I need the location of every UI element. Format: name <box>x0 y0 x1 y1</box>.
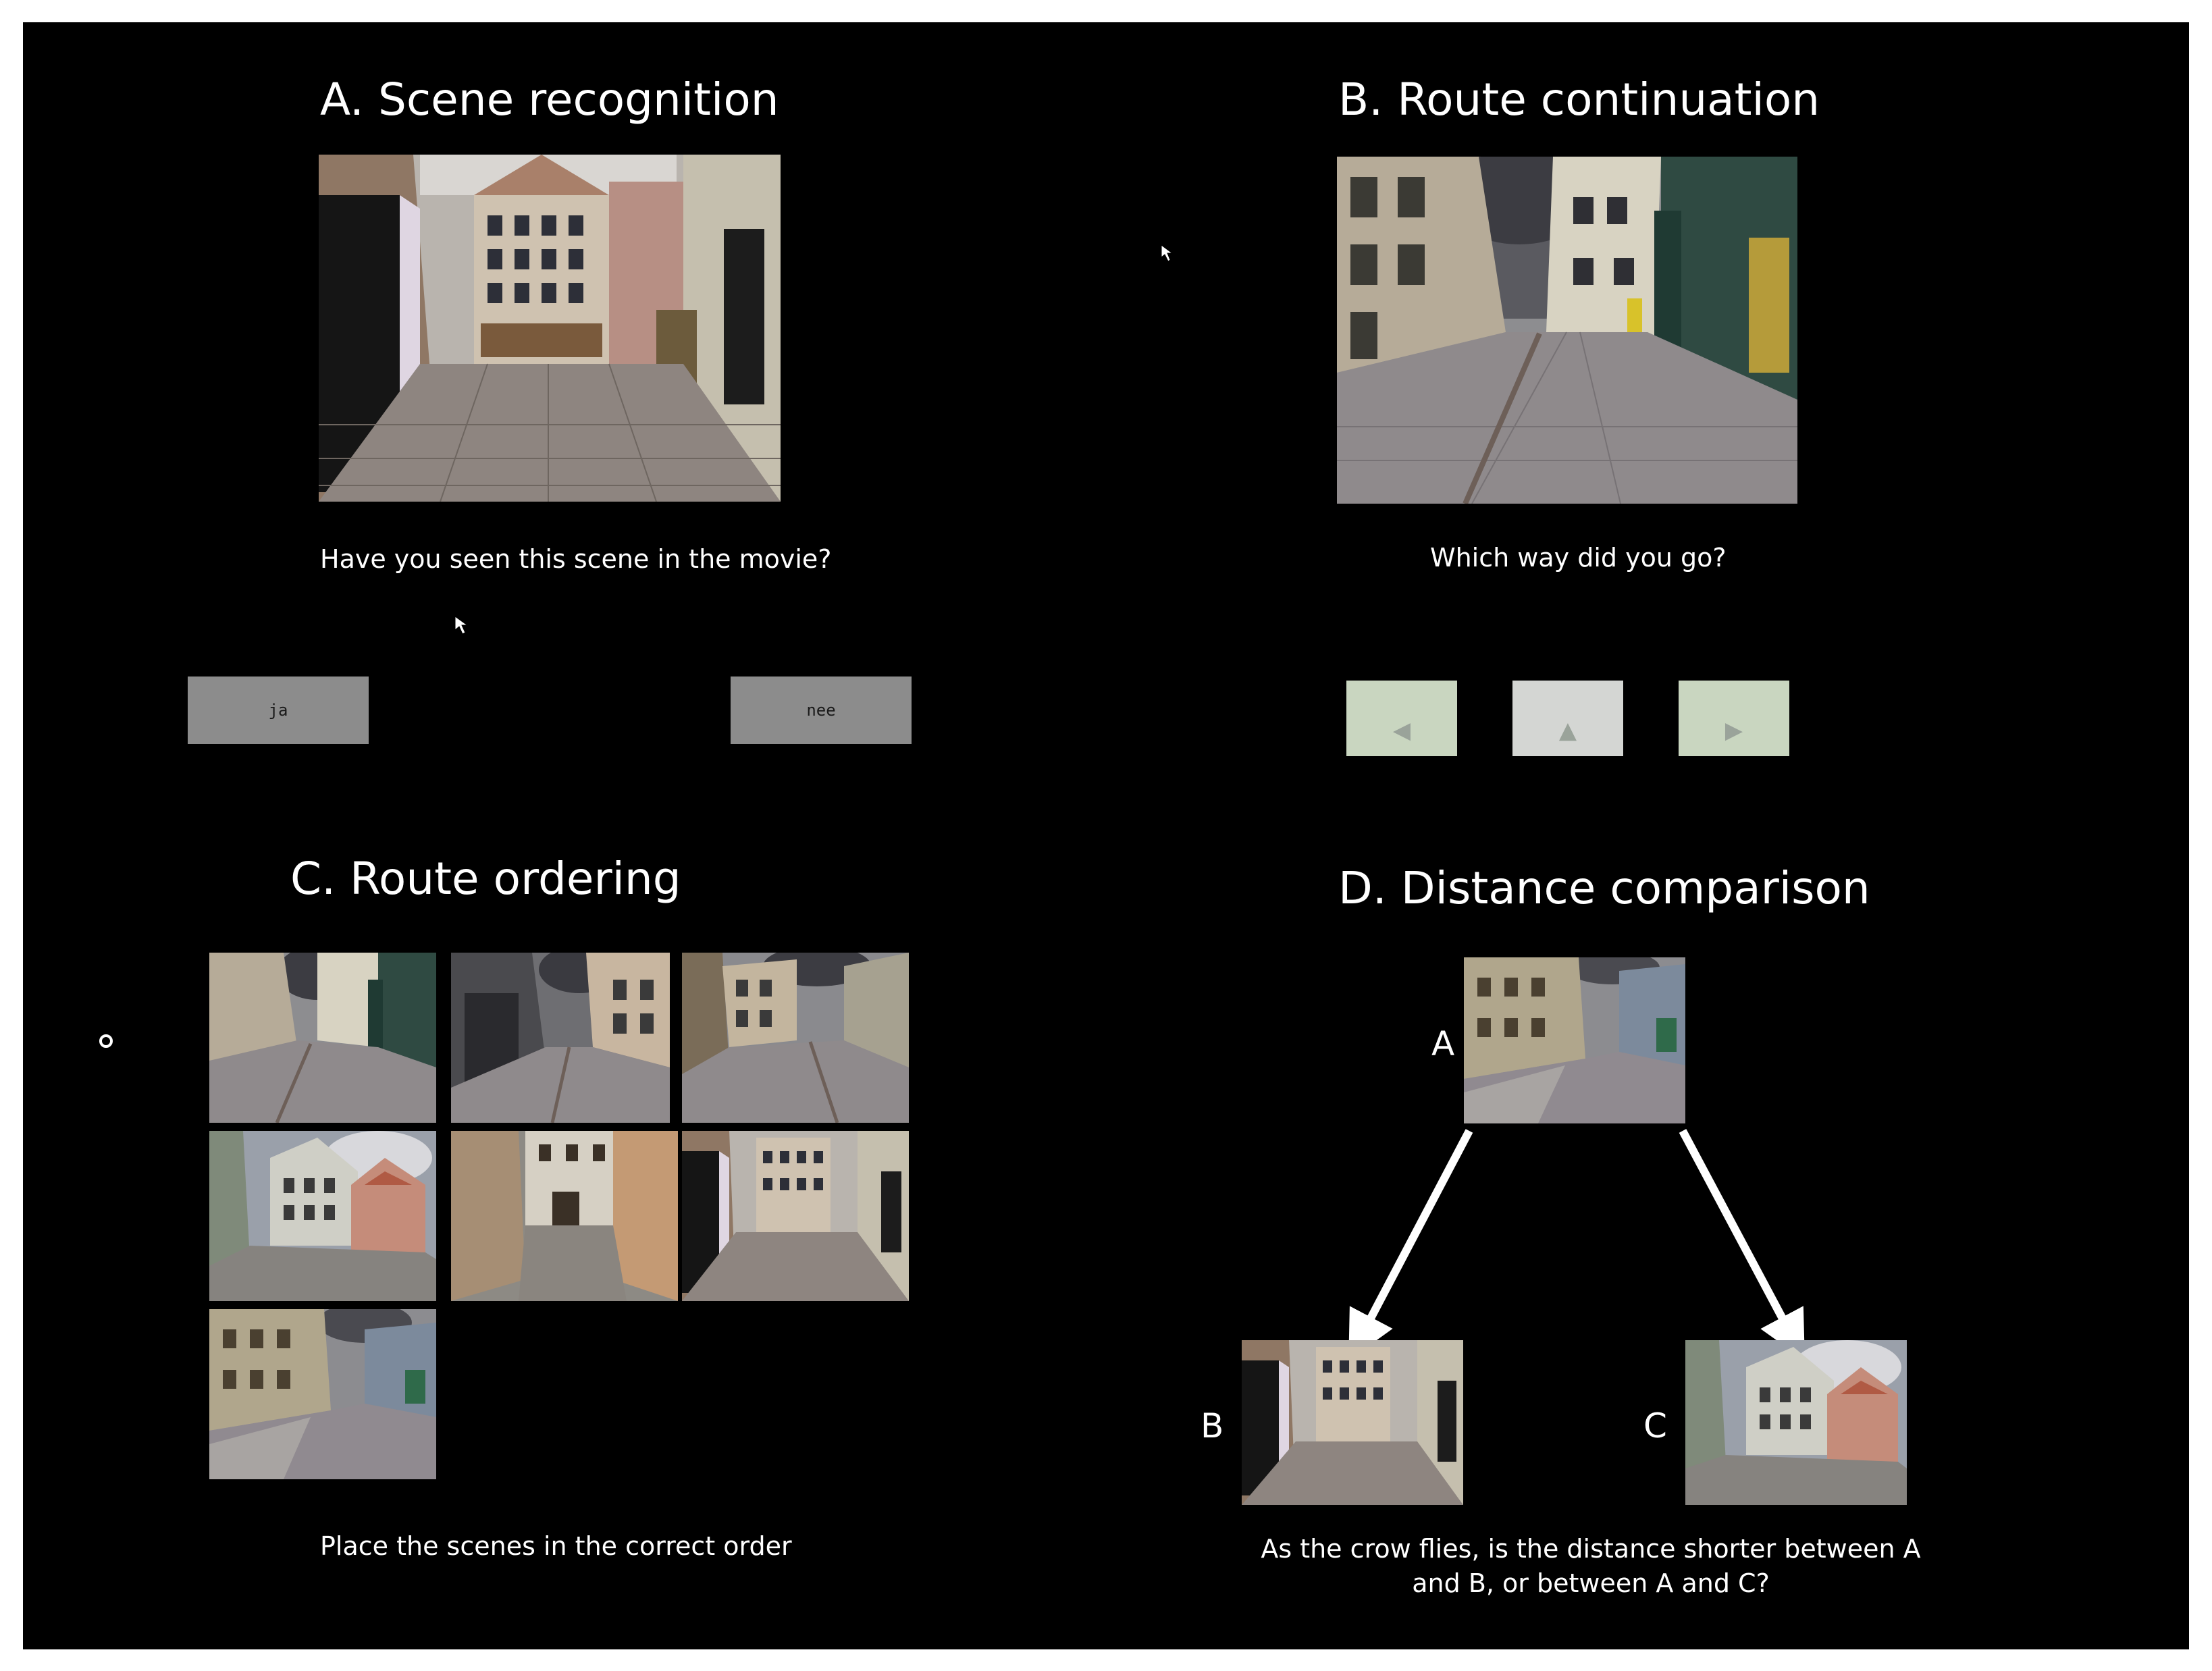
panel-c-title: C. Route ordering <box>290 853 681 905</box>
mouse-cursor-icon-2 <box>1161 245 1174 262</box>
arrow-up-button[interactable]: ▲ <box>1512 681 1623 756</box>
label-a: A <box>1431 1024 1455 1063</box>
panel-a-title: A. Scene recognition <box>320 74 779 126</box>
panel-d-question-line2: and B, or between A and C? <box>1412 1568 1770 1599</box>
arrow-right-button[interactable]: ▶ <box>1679 681 1789 756</box>
arrow-left-button[interactable]: ◀ <box>1346 681 1457 756</box>
experiment-figure: A. Scene recognition <box>23 22 2189 1649</box>
route-scene-thumbnail-2[interactable] <box>451 953 670 1123</box>
panel-a-question: Have you seen this scene in the movie? <box>320 544 832 574</box>
label-c: C <box>1643 1406 1667 1445</box>
yes-button[interactable]: ja <box>188 677 369 744</box>
panel-d-question: As the crow flies, is the distance short… <box>1192 1532 1989 1601</box>
arrow-to-b-icon <box>1348 1129 1473 1360</box>
arrow-up-icon: ▲ <box>1558 717 1577 744</box>
no-button[interactable]: nee <box>731 677 912 744</box>
panel-d-title: D. Distance comparison <box>1338 862 1870 914</box>
scene-image-d-c <box>1685 1340 1907 1505</box>
mouse-cursor-icon <box>455 616 469 635</box>
scene-image-b <box>1337 157 1797 504</box>
scene-image-d-a <box>1464 957 1685 1123</box>
arrow-to-c-icon <box>1679 1129 1805 1360</box>
route-scene-thumbnail-4[interactable] <box>209 1131 436 1301</box>
route-scene-thumbnail-5[interactable] <box>451 1131 678 1301</box>
fixation-dot-icon <box>99 1034 113 1048</box>
label-b: B <box>1201 1406 1224 1445</box>
route-scene-thumbnail-7[interactable] <box>209 1309 436 1479</box>
arrow-left-icon: ◀ <box>1392 717 1411 744</box>
scene-image-a <box>319 155 781 502</box>
panel-d-question-line1: As the crow flies, is the distance short… <box>1261 1534 1921 1564</box>
panel-b-question: Which way did you go? <box>1430 543 1727 573</box>
route-scene-thumbnail-6[interactable] <box>682 1131 909 1301</box>
panel-b-title: B. Route continuation <box>1338 74 1820 126</box>
scene-image-d-b <box>1242 1340 1463 1505</box>
route-scene-thumbnail-3[interactable] <box>682 953 909 1123</box>
panel-c-instruction: Place the scenes in the correct order <box>320 1531 792 1561</box>
route-scene-thumbnail-1[interactable] <box>209 953 436 1123</box>
arrows-diagram <box>1348 1129 1805 1360</box>
arrow-right-icon: ▶ <box>1724 717 1743 744</box>
